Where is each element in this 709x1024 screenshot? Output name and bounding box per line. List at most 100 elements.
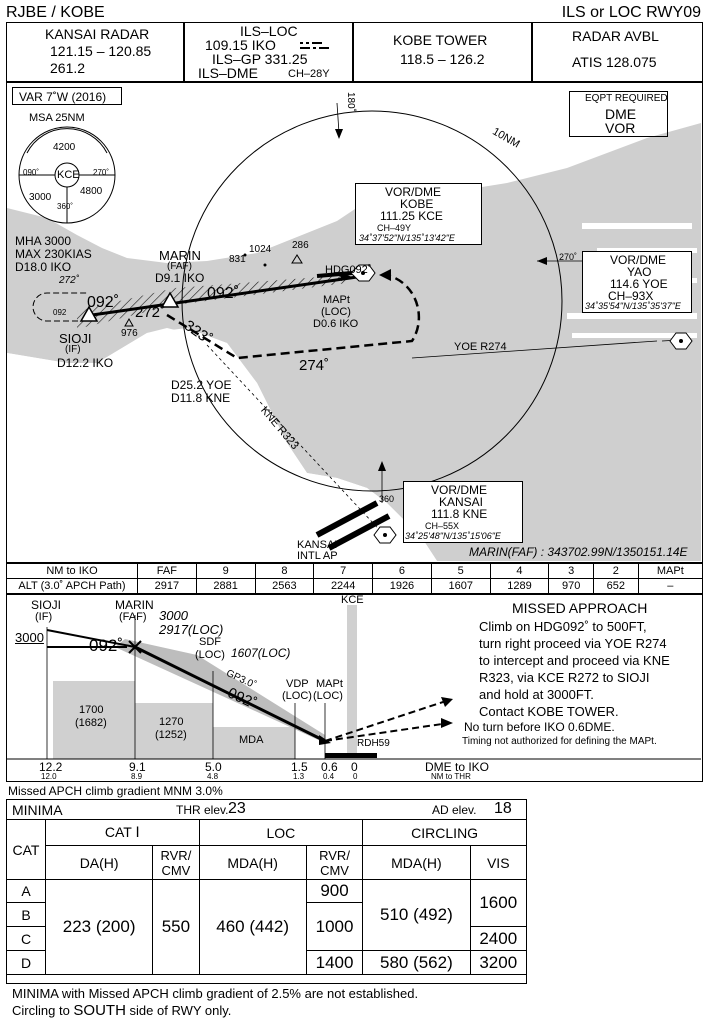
kansai-vor-freq: 111.8 KNE (431, 507, 488, 521)
yao-vor-symbol (669, 332, 693, 350)
circ-mda-header: MDA(H) (362, 845, 471, 880)
missed-approach-line: turn right proceed via YOE R274 (479, 636, 667, 651)
holding-max-speed: MAX 230KIAS (15, 247, 92, 261)
msa-bearing-090: 090˚ (23, 168, 40, 177)
tower-freq: 118.5 – 126.2 (400, 51, 485, 67)
yao-vor-channel: CH–93X (608, 289, 654, 303)
obstacle-831: 831 (229, 254, 246, 265)
thr-value: 8.9 (131, 772, 143, 781)
missed-heading: HDG092˚ (325, 264, 372, 276)
loc-mda-value: 460 (442) (198, 879, 307, 975)
circling-header: CIRCLING (362, 819, 527, 846)
plan-mapt: MAPt (323, 294, 350, 306)
dist-header-cell: 3 (548, 563, 594, 579)
eqpt-dme: DME (605, 106, 637, 122)
circ-mda-d: 580 (562) (362, 950, 471, 975)
marin-fix-dme: D9.1 IKO (155, 271, 205, 285)
msa-sector-north: 4200 (53, 142, 76, 153)
thr-value: 12.0 (41, 772, 57, 781)
sioji-fix-name: SIOJI (59, 331, 92, 346)
dme-value: 9.1 (129, 760, 146, 774)
msa-sector-east: 4800 (80, 186, 103, 197)
profile-alt-3000: 3000 (15, 630, 44, 645)
marin-fix-name: MARIN (159, 248, 201, 263)
dme-value: 1.5 (291, 760, 308, 774)
kansai-vor-type: VOR/DME (431, 483, 488, 497)
tower-name: KOBE TOWER (393, 32, 488, 48)
profile-seg-alt-1700: 1700 (79, 704, 104, 716)
kansai-runways (315, 500, 391, 551)
profile-vdp-loc: (LOC) (282, 690, 312, 702)
yao-vor-coord: 34˚35'54"N/135˚35'37"E (585, 301, 681, 311)
dist-alt-cell: 2563 (254, 578, 315, 594)
marin-coordinates: MARIN(FAF) : 343702.99N/1350151.14E (469, 545, 688, 559)
profile-diagram (7, 605, 701, 760)
intercept-kne: D11.8 KNE (171, 391, 231, 405)
kobe-vor-type: VOR/DME (385, 185, 442, 199)
yao-vor-type: VOR/DME (610, 253, 667, 267)
vis-header: VIS (469, 845, 528, 880)
eqpt-required-title: EQPT REQUIRED (585, 93, 668, 104)
plan-mapt-loc: (LOC) (321, 306, 351, 318)
thr-value: 0.4 (323, 772, 335, 781)
missed-approach-path (166, 273, 421, 360)
ils-dme: ILS–DME (198, 65, 258, 81)
minima-title: MINIMA (12, 802, 63, 818)
yao-vor-name: YAO (627, 265, 652, 279)
dist-header-cell: 9 (195, 563, 256, 579)
thr-value: 0 (353, 772, 358, 781)
dme-value: 5.0 (205, 760, 222, 774)
ils-da-value: 223 (200) (44, 879, 154, 975)
loc-rvr-bc: 1000 (305, 902, 364, 951)
circ-mda-abc: 510 (492) (362, 879, 471, 951)
dist-alt-cell: 2881 (195, 578, 256, 594)
msa-label: MSA 25NM (29, 112, 85, 124)
magnetic-variation: VAR 7˚W (2016) (19, 90, 107, 104)
final-course-092-b: 092˚ (207, 285, 240, 302)
dist-header-cell: 5 (430, 563, 491, 579)
ils-rvr-value: 550 (152, 879, 200, 975)
dist-header-cell: MAPt (637, 563, 704, 579)
profile-faf-alt: 3000 (159, 608, 188, 623)
ad-elev-value: 18 (494, 800, 512, 817)
profile-sdf: SDF (199, 636, 221, 648)
chart-procedure-title: ILS or LOC RWY09 (561, 4, 701, 21)
dist-alt-cell: 970 (548, 578, 594, 594)
minima-table: CAT CAT Ⅰ LOC CIRCLING DA(H) RVR/CMV MDA… (6, 819, 528, 975)
dist-alt-cell: 1289 (489, 578, 550, 594)
loc-header: LOC (198, 819, 364, 846)
holding-inbound-course: 272˚ (59, 275, 80, 286)
profile-mda: MDA (239, 734, 264, 746)
missed-approach-line: Contact KOBE TOWER. (479, 704, 619, 719)
circ-vis-ab: 1600 (469, 879, 528, 927)
profile-mapt-loc: (LOC) (313, 690, 343, 702)
profile-seg-alt-1682: (1682) (75, 717, 107, 729)
radar-freq-1: 121.15 – 120.85 (50, 43, 152, 59)
kansai-airport-label-2: INTL AP (297, 550, 338, 562)
intercept-yoe: D25.2 YOE (171, 378, 232, 392)
kobe-vor-name: KOBE (400, 197, 434, 211)
marin-fix-role: (FAF) (167, 261, 192, 272)
msa-center-kce: KCE (57, 169, 80, 181)
kansai-vor-symbol (373, 526, 397, 544)
missed-approach-line: to intercept and proceed via KNE (479, 653, 670, 668)
dist-header-cell: 2 (593, 563, 639, 579)
missed-no-turn: No turn before IKO 0.6DME. (464, 720, 615, 734)
missed-approach-line: and hold at 3000FT. (479, 687, 594, 702)
bay-water (7, 328, 437, 561)
radial-180-label: 180˚ (345, 91, 357, 113)
missed-approach-line: R323, via KCE R272 to SIOJI (479, 670, 650, 685)
msa-bearing-270: 270˚ (93, 168, 110, 177)
dist-header-cell: 4 (489, 563, 550, 579)
sioji-fix (79, 305, 99, 322)
profile-rdh: RDH59 (357, 738, 390, 749)
ils-gp-freq: ILS–GP 331.25 (212, 51, 308, 67)
kobe-vor-channel: CH–49Y (377, 223, 412, 233)
dist-alt-cell: 2917 (137, 578, 197, 594)
yao-vor-freq: 114.6 YOE (610, 277, 668, 291)
marin-fix (160, 291, 180, 308)
atis-freq: ATIS 128.075 (572, 54, 657, 70)
dist-alt-cell: 2244 (313, 578, 374, 594)
plan-view: VAR 7˚W (2016) MSA 25NM 4200 3000 4800 K… (6, 82, 703, 563)
